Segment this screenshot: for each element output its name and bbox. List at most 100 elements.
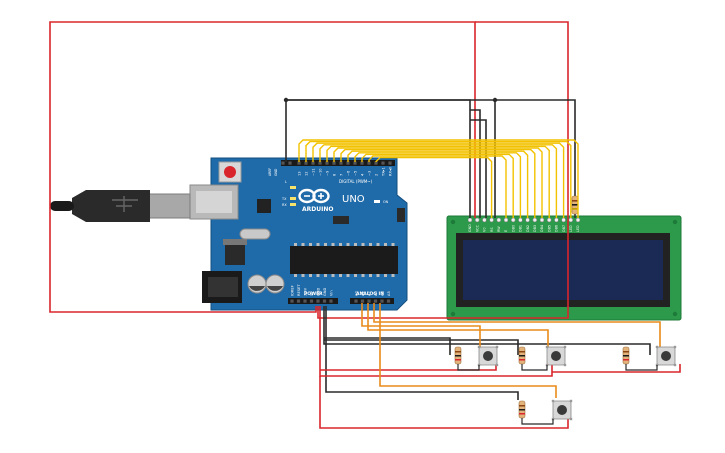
wire-5v-backlight[interactable] (317, 21, 569, 319)
lcd-pin[interactable] (503, 217, 509, 223)
wire-a0-button1[interactable] (361, 303, 481, 350)
power-pin[interactable] (329, 299, 333, 303)
lcd-pin[interactable] (546, 217, 552, 223)
lcd-pin[interactable] (482, 217, 487, 223)
data-wire[interactable] (312, 142, 565, 218)
data-wire[interactable] (340, 148, 536, 218)
digital-pin[interactable] (381, 161, 385, 165)
lcd-pin[interactable] (532, 217, 538, 223)
data-wire[interactable] (354, 152, 522, 218)
digital-pin[interactable] (304, 161, 308, 165)
digital-pin[interactable] (360, 161, 364, 165)
button-cap[interactable] (551, 351, 561, 361)
wire-5v-buttons[interactable] (319, 306, 553, 377)
lcd-pin[interactable] (561, 217, 566, 223)
data-wire[interactable] (375, 156, 493, 218)
data-wire[interactable] (298, 139, 579, 218)
wire-resistor-button[interactable] (521, 365, 548, 371)
button-cap[interactable] (557, 405, 567, 415)
reset-button-cap[interactable] (224, 166, 236, 178)
wire-resistor-button[interactable] (457, 365, 480, 371)
data-wire[interactable] (361, 153, 514, 218)
button-cap[interactable] (661, 351, 671, 361)
pull-down-resistor[interactable] (622, 346, 658, 371)
arduino-logo-icon (298, 188, 330, 204)
wire-gnd-button1[interactable] (324, 337, 451, 355)
pushbutton-1[interactable] (477, 345, 499, 367)
lcd-pin[interactable] (496, 217, 502, 223)
header-pin[interactable] (288, 161, 292, 165)
wire-v0[interactable] (470, 119, 487, 218)
chip-leg (331, 243, 335, 246)
analog-pin[interactable] (354, 299, 358, 303)
wire-resistor-button[interactable] (625, 365, 658, 371)
digital-pin[interactable] (346, 161, 350, 165)
digital-pin[interactable] (339, 161, 343, 165)
digital-pin[interactable] (374, 161, 378, 165)
wire-gnd-button4[interactable] (325, 306, 519, 400)
analog-pin[interactable] (367, 299, 371, 303)
digital-pin[interactable] (318, 161, 322, 165)
button-cap[interactable] (483, 351, 493, 361)
header-pin[interactable] (281, 161, 285, 165)
wire-a2-button3[interactable] (373, 303, 661, 350)
lcd-pin[interactable] (489, 217, 494, 223)
data-wire[interactable] (319, 144, 558, 218)
lcd-pin[interactable] (510, 217, 516, 223)
power-pin[interactable] (316, 299, 320, 303)
digital-label: DIGITAL (PWM~) (339, 179, 373, 184)
analog-pin[interactable] (360, 299, 365, 303)
analog-pin[interactable] (380, 299, 384, 303)
lcd-pin[interactable] (518, 217, 523, 223)
lcd-pin[interactable] (539, 217, 545, 223)
data-wire[interactable] (333, 147, 543, 218)
pushbutton-4[interactable] (551, 399, 573, 421)
digital-pin[interactable] (388, 161, 392, 165)
power-pin[interactable] (296, 299, 301, 303)
pull-down-resistor[interactable] (454, 346, 480, 371)
data-wire[interactable] (347, 150, 529, 218)
wire-5v-button4[interactable] (319, 376, 569, 429)
pull-down-resistor[interactable] (518, 346, 548, 371)
pushbutton-3[interactable] (655, 345, 677, 367)
wire-gnd-buttons[interactable] (323, 306, 651, 355)
lcd-pin[interactable] (568, 217, 574, 223)
wire-gnd-backlight[interactable] (495, 99, 576, 200)
wire-a3-button4[interactable] (379, 303, 557, 398)
analog-pin[interactable] (373, 299, 378, 303)
lcd-pin[interactable] (467, 217, 473, 223)
digital-pin[interactable] (353, 161, 357, 165)
lcd-pin[interactable] (554, 217, 559, 223)
digital-pin[interactable] (297, 161, 301, 165)
wire-gnd-v0[interactable] (470, 109, 481, 218)
wire-a1-button2[interactable] (367, 303, 549, 350)
power-pin[interactable] (309, 299, 314, 303)
wire-resistor-button[interactable] (521, 419, 554, 425)
data-wire[interactable] (368, 155, 507, 218)
digital-pin[interactable] (311, 161, 315, 165)
lcd-pin[interactable] (474, 217, 480, 223)
power-pin[interactable] (303, 299, 307, 303)
lcd-pin[interactable] (525, 217, 530, 223)
digital-pin[interactable] (367, 161, 371, 165)
data-wire[interactable] (326, 145, 550, 218)
pull-down-resistor[interactable] (518, 400, 554, 425)
wires (49, 21, 681, 429)
digital-pin[interactable] (332, 161, 336, 165)
analog-pin[interactable] (386, 299, 391, 303)
pushbutton-2[interactable] (545, 345, 567, 367)
data-wire[interactable] (305, 140, 572, 218)
wire-5v-button3[interactable] (552, 364, 681, 373)
digital-pin[interactable] (325, 161, 329, 165)
wire-gnd-button2[interactable] (324, 339, 519, 355)
lcd-mount-hole (450, 219, 456, 225)
power-pin[interactable] (290, 299, 294, 303)
power-pin[interactable] (322, 299, 327, 303)
wire-5v-button1[interactable] (320, 364, 497, 371)
resistor-band (623, 351, 629, 353)
wire-5v-lcd-vcc[interactable] (49, 21, 476, 313)
lcd-pin[interactable] (575, 217, 581, 223)
